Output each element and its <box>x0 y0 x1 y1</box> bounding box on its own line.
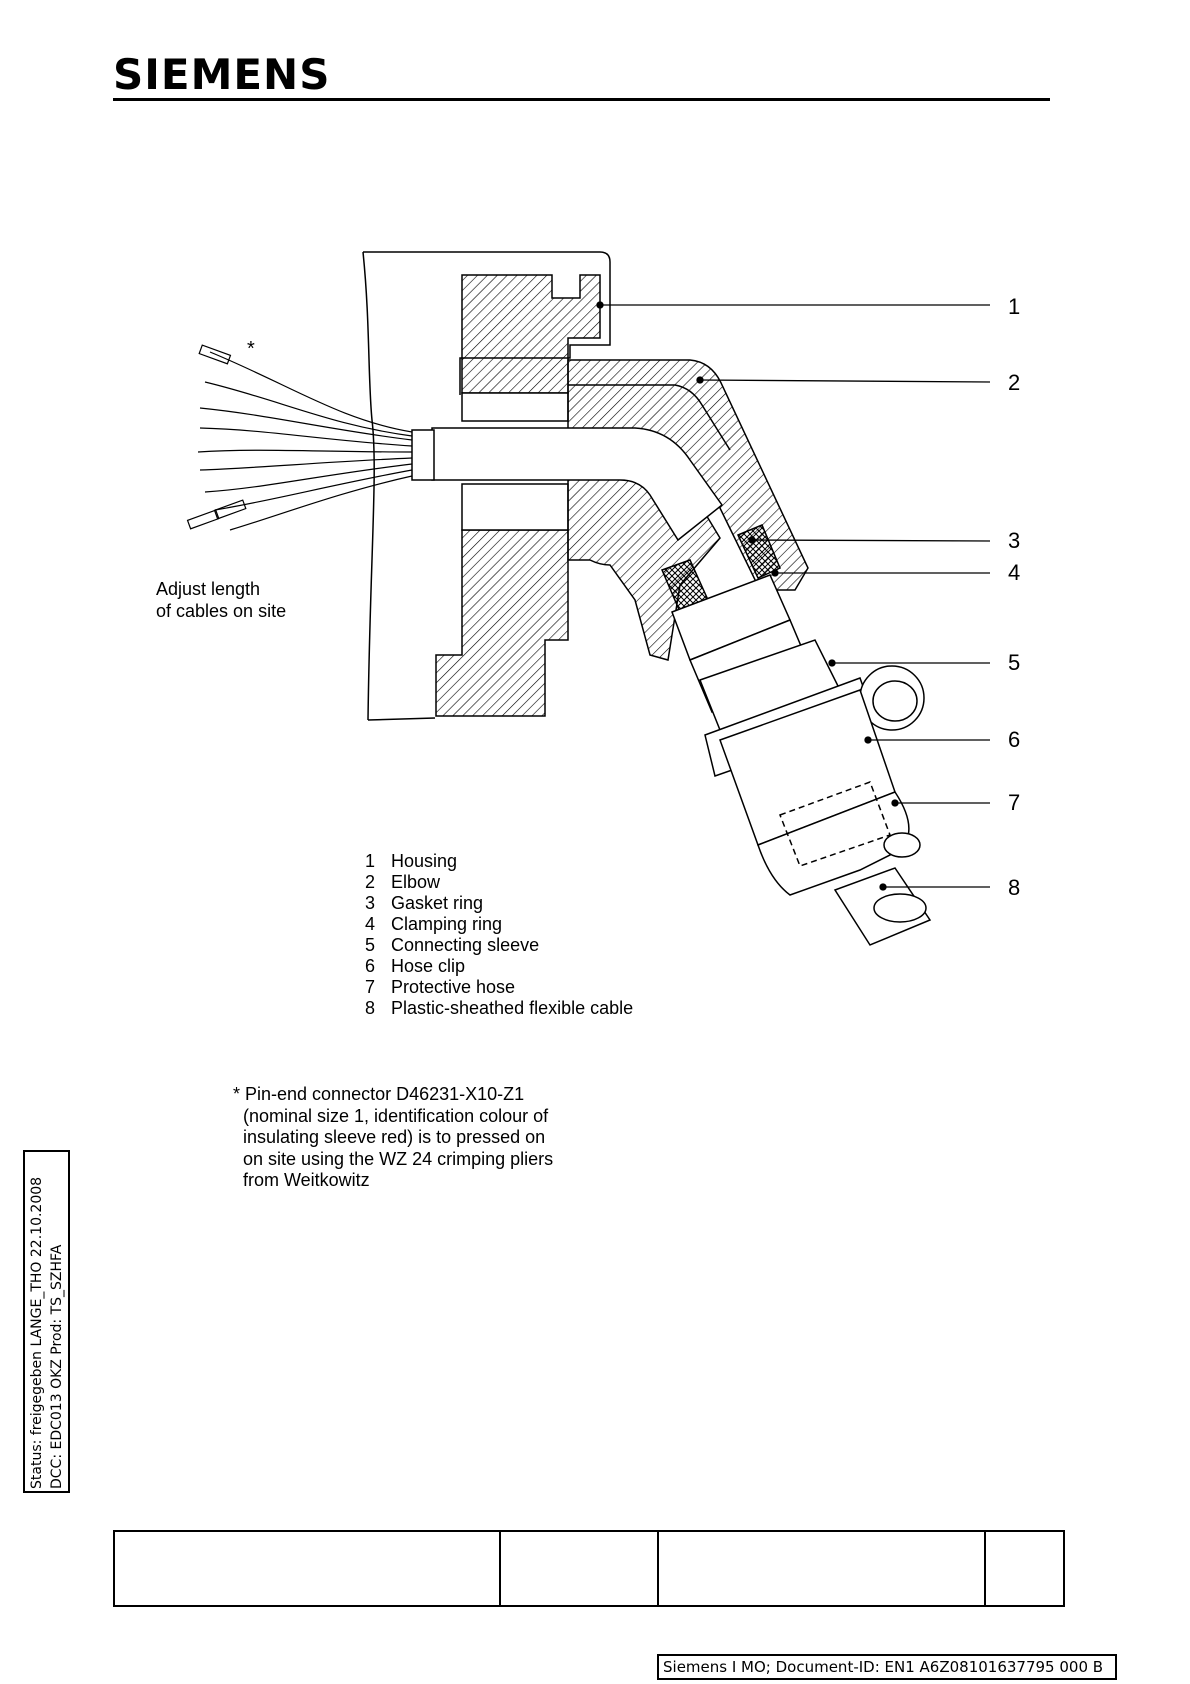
header-rule <box>113 98 1050 101</box>
title-cell <box>115 1532 501 1605</box>
release-stamp: Status: freigegeben LANGE_THO 22.10.2008… <box>23 1150 70 1493</box>
callout-5: 5 <box>1008 650 1021 675</box>
hose-clip <box>719 665 925 846</box>
callout-3: 3 <box>1008 528 1021 553</box>
dcc-line: DCC: EDC013 OKZ Prod: TS_SZHFA <box>49 1244 65 1489</box>
housing-wall <box>362 251 611 721</box>
pin-connector-footnote: * Pin-end connector D46231-X10-Z1 (nomin… <box>233 1084 554 1190</box>
title-cell <box>501 1532 659 1605</box>
status-line: Status: freigegeben LANGE_THO 22.10.2008 <box>29 1176 45 1489</box>
cable-wires <box>186 344 413 531</box>
siemens-logo: SIEMENS <box>113 50 331 99</box>
adjust-length-note: Adjust length of cables on site <box>156 579 287 621</box>
callout-4: 4 <box>1008 560 1021 585</box>
cable-tube <box>411 427 724 542</box>
housing-section <box>435 274 601 717</box>
asterisk-marker: * <box>247 338 255 360</box>
callout-6: 6 <box>1008 727 1021 752</box>
callout-8: 8 <box>1008 875 1021 900</box>
title-cell <box>986 1532 1063 1605</box>
callout-1: 1 <box>1008 294 1021 319</box>
title-cell <box>659 1532 986 1605</box>
title-block <box>113 1530 1065 1607</box>
callout-2: 2 <box>1008 370 1021 395</box>
callout-7: 7 <box>1008 790 1021 815</box>
leader-lines <box>596 301 991 891</box>
document-id: Siemens I MO; Document-ID: EN1 A6Z081016… <box>657 1654 1117 1680</box>
